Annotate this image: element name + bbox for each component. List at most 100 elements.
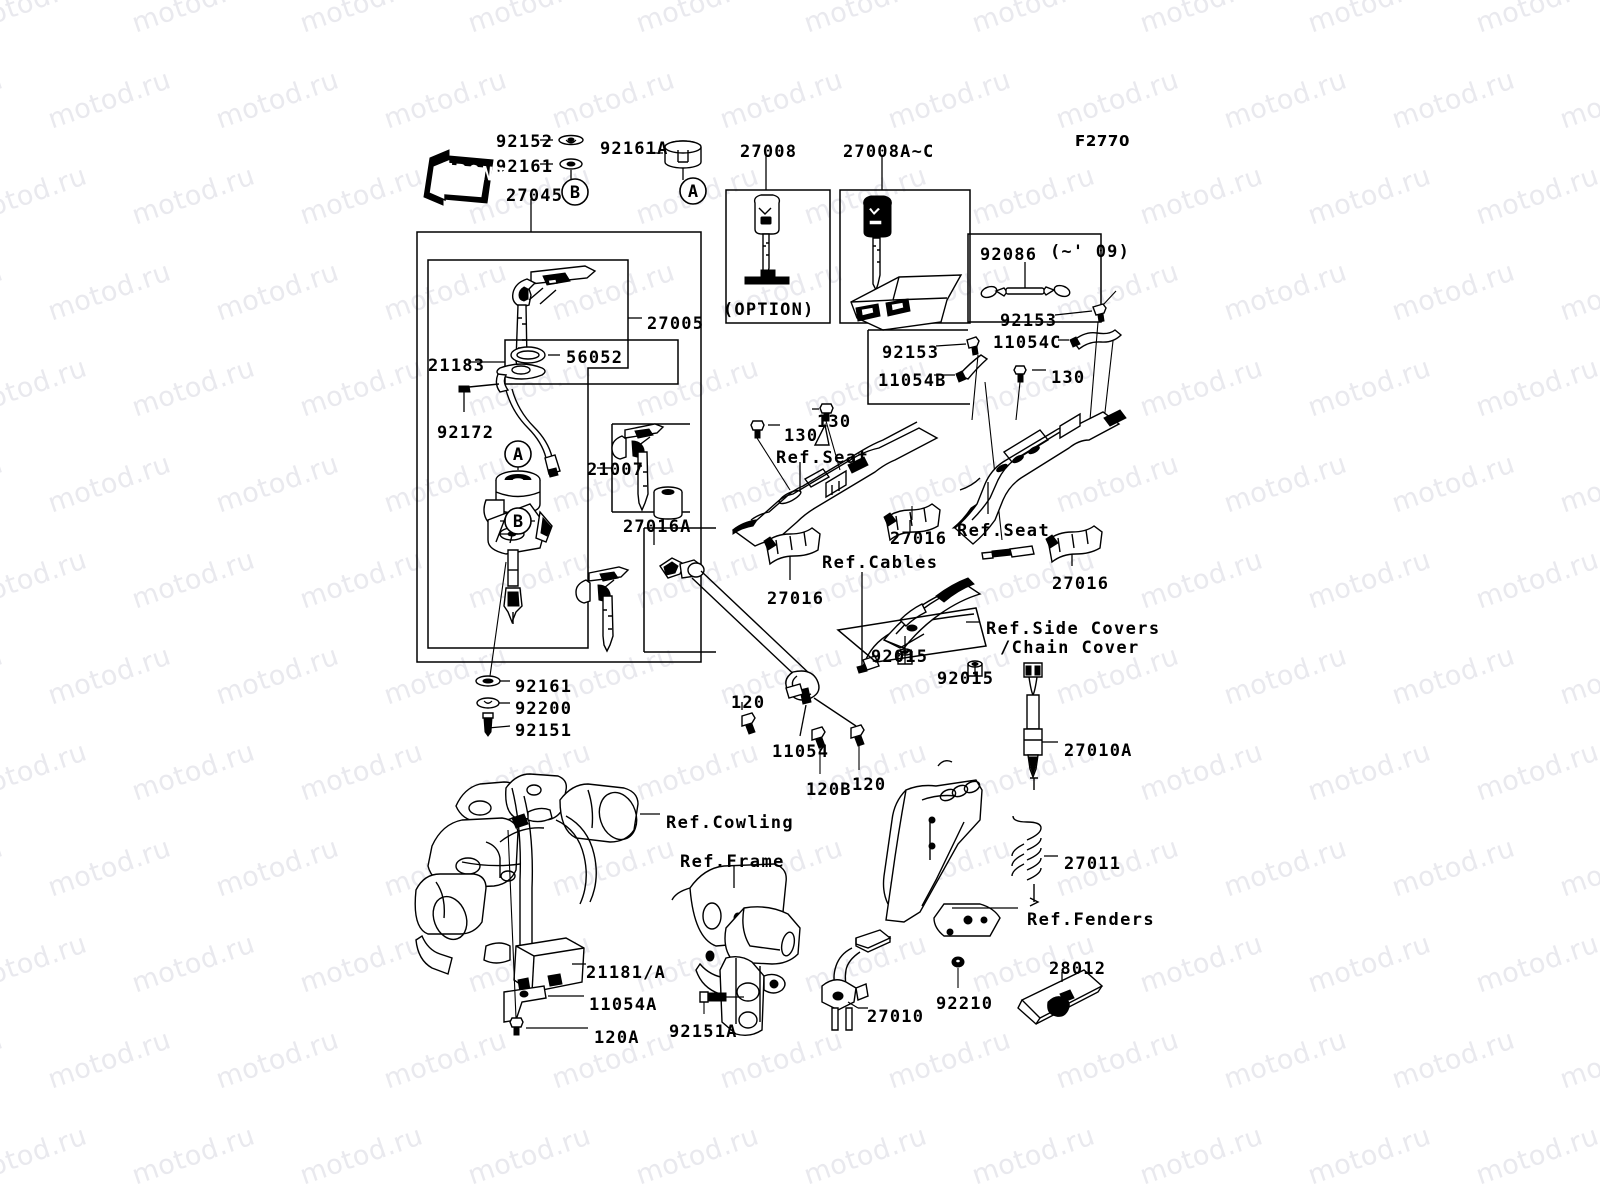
label-p27008: 27008 [740,142,798,162]
label-p120d: 120A [594,1028,640,1048]
label-p21181: 21181/A [586,963,667,983]
box-27005 [427,259,629,649]
label-p27016r: 27016 [1052,574,1110,594]
immobilizer-pouch [850,274,963,331]
label-p27045: 27045 [506,186,564,206]
label-p92015a: 92015 [871,647,929,667]
part-21183-holder [495,363,561,478]
part-92086-lanyard [980,262,1071,299]
part-92015-nut-b [967,660,983,677]
key-27008AC [863,195,892,292]
label-p120c: 120 [852,775,887,795]
label-refcowl: Ref.Cowling [666,813,794,833]
part-27011-spring [1011,777,1058,907]
seat-lock-cylinder-27016A [659,557,705,579]
part-92161A-cap [646,140,702,180]
label-p27010: 27010 [867,1007,925,1027]
label-p130b: 130 [817,412,852,432]
box-27045 [416,231,702,663]
box-27008AC [839,155,971,331]
part-21007-group [597,423,690,520]
seat-lock-rod [691,570,820,705]
label-p92161b: 92161 [515,677,573,697]
part-92161-washer-lower [475,675,510,687]
part-21007-bush [653,486,683,520]
part-120B-bolt [811,726,826,774]
label-p120b: 120B [806,780,852,800]
label-p11054: 11054 [772,742,830,762]
label-p92151a: 92151A [669,1022,738,1042]
ref-side-cover-bracket [882,577,982,649]
front-arrow-marker [423,149,494,206]
box-92015-group [836,607,987,663]
label-refside1: Ref.Side Covers [986,619,1161,639]
part-92161-nut-top [540,158,583,170]
part-21181-igniter [513,937,586,993]
part-27016-catch-left [763,527,821,580]
part-28012-reflector [1017,969,1104,1026]
part-56052-oring [510,346,560,364]
part-27010-switch [821,929,892,1031]
label-p21183: 21183 [428,356,486,376]
box-year-group [967,233,1102,323]
label-refside2: /Chain Cover [1000,638,1140,658]
label-p92161a: 92161A [600,139,669,159]
part-92152-washer [540,134,584,146]
label-p27016l: 27016 [767,589,825,609]
label-p21007: 21007 [587,460,645,480]
label-p27008ac: 27008A~C [843,142,935,162]
label-f2770: F2770 [1075,132,1130,150]
part-92210-nut [951,956,965,988]
part-27005-ignition-switch [483,443,553,624]
label-p92086: 92086 [980,245,1038,265]
part-92153-screw-right [1054,303,1107,323]
label-p92153a: 92153 [1000,311,1058,331]
label-p92200: 92200 [515,699,573,719]
label-p28012: 28012 [1049,959,1107,979]
box-27008 [725,155,831,324]
label-refseat2: Ref.Seat [957,521,1051,541]
part-27016-catch-center [883,503,941,542]
label-p92152: 92152 [496,132,554,152]
part-120A-bolt [507,829,588,1036]
part-27010A-sensor [1023,662,1058,779]
leader-11054 [799,704,807,737]
label-p27016t: 27016 [890,529,948,549]
label-p130a: 130 [1051,368,1086,388]
label-reffend: Ref.Fenders [1027,910,1155,930]
label-refcab: Ref.Cables [822,553,939,573]
part-92151-bolt [482,712,511,737]
label-refseat1: Ref.Seat [776,448,870,468]
key-set-27005 [511,265,597,379]
label-p120a: 120 [731,693,766,713]
label-p92210: 92210 [936,994,994,1014]
part-11054C-bracket [1058,329,1123,350]
key-21007 [611,423,665,512]
label-optnote: (OPTION) [723,300,815,320]
part-120-bolt-right [813,697,865,770]
label-p92161t: 92161 [496,157,554,177]
ref-frame-assembly [671,863,801,1037]
ref-fenders-assembly [882,759,1018,937]
part-130-bolt-right [1013,365,1046,421]
label-p92015b: 92015 [937,669,995,689]
part-92172-screw [458,383,500,412]
ref-cowling-assembly [414,773,660,975]
label-p130c: 130 [784,426,819,446]
part-92153-screw-left [935,336,980,356]
label-p27011: 27011 [1064,854,1122,874]
label-p27016a: 27016A [623,517,692,537]
part-120-bolt-left [741,702,756,735]
label-p92153b: 92153 [882,343,940,363]
box-11054B-group [867,329,970,405]
part-92151A-bolt [699,991,744,1014]
label-p92172: 92172 [437,423,495,443]
label-yearnote: (~' 09) [1050,242,1131,262]
ref-cables-seat-release [856,545,1035,674]
label-p27010a: 27010A [1064,741,1133,761]
label-p11054a: 11054A [589,995,658,1015]
label-p11054b: 11054B [878,371,947,391]
key-27008 [753,194,781,285]
